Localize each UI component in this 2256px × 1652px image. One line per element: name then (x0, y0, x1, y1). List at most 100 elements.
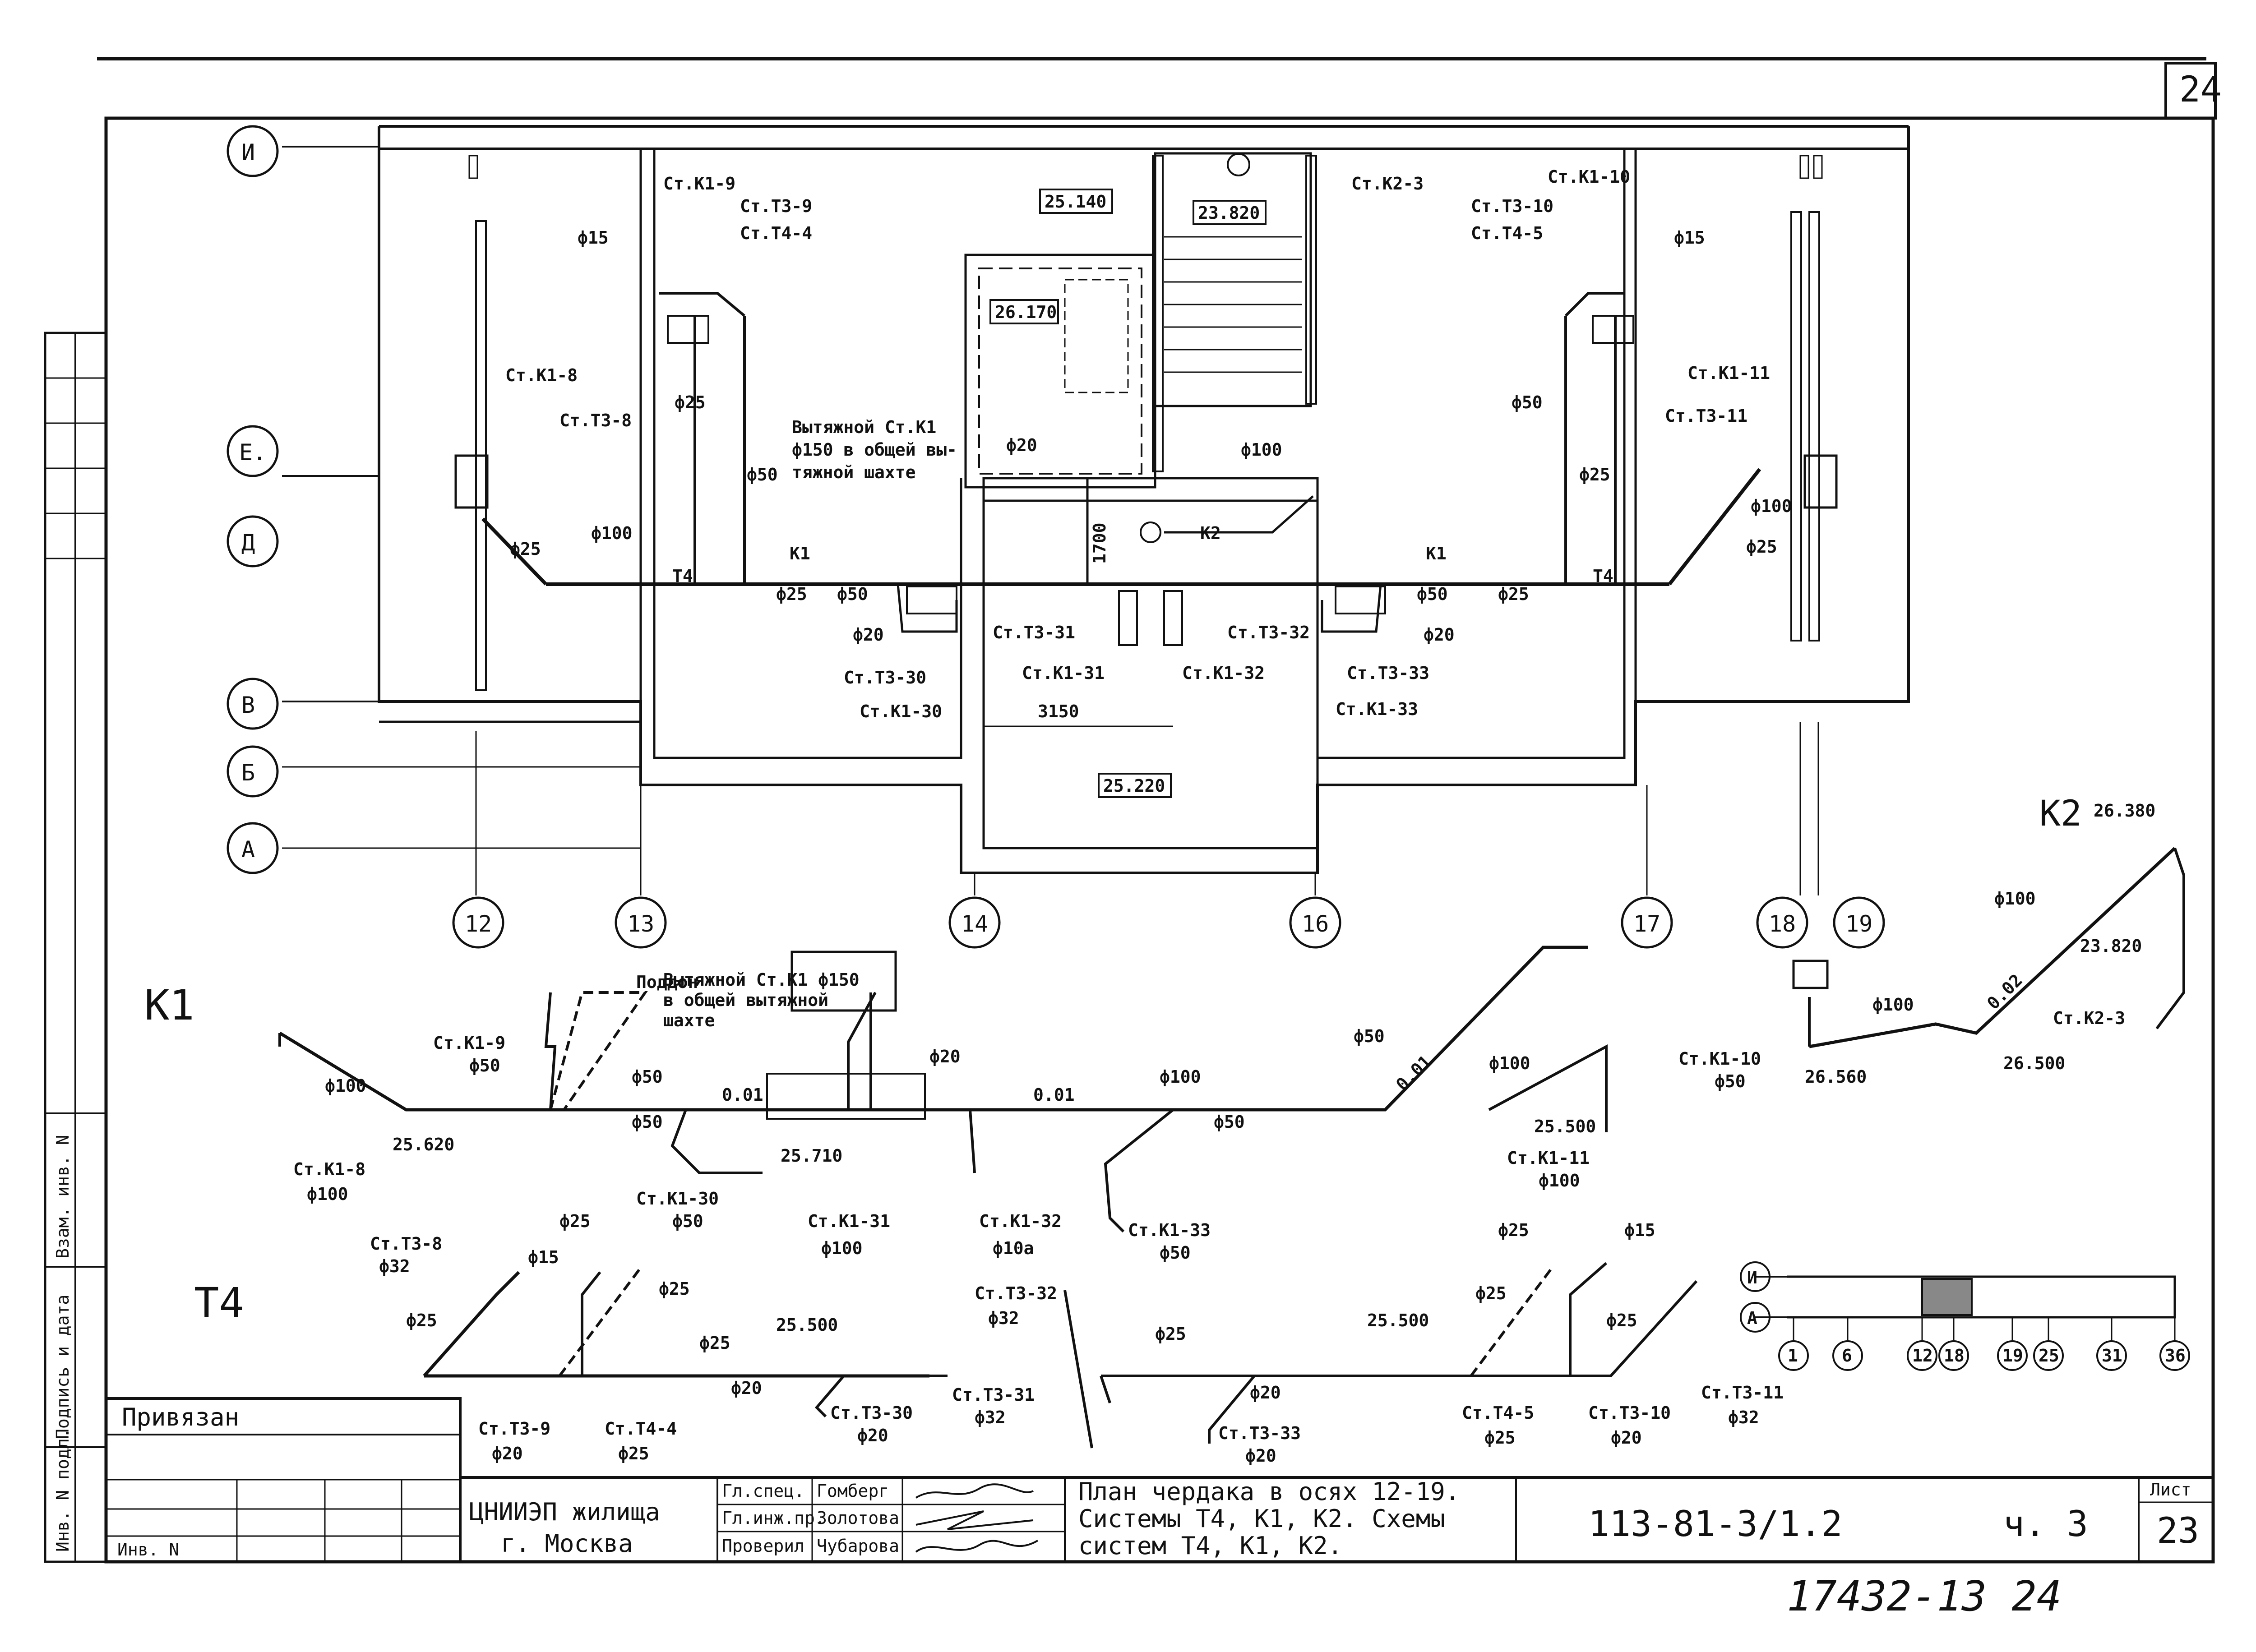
t4-lbl-t3-11: Ст.Т3-11 (1701, 1383, 1784, 1403)
d50-left: ф50 (747, 465, 778, 485)
vent-note-2: ф150 в общей вы- (792, 440, 957, 460)
k1-lbl-k1-30: Ст.К1-30 (636, 1189, 719, 1209)
key-hatch (1921, 1278, 1973, 1316)
plan-riser-labels: Ст.К1-9 Ст.Т3-9 Ст.Т4-4 Ст.К2-3 Ст.К1-10… (505, 167, 1792, 721)
k1-elev-left: 25.620 (393, 1135, 454, 1154)
page-corner-number: 24 (2179, 69, 2222, 110)
lbl-k2-3: Ст.К2-3 (1351, 174, 1424, 194)
d25-plan-l: ф25 (510, 539, 541, 559)
name-2: Золотова (817, 1508, 899, 1528)
tag-t4-left: Т4 (672, 566, 693, 586)
scheme-k1-title: К1 (144, 981, 194, 1029)
t4-d25-c: ф25 (659, 1279, 690, 1299)
k1-lbl-k1-32: Ст.К1-32 (979, 1211, 1062, 1231)
key-row-А: А (1747, 1308, 1757, 1328)
title-line-1: План чердака в осях 12-19. (1078, 1477, 1460, 1506)
axis-bubble-И (227, 125, 279, 177)
privyazan: Привязан (122, 1403, 239, 1431)
axis-bubbles-rows: И Е. Д В Б А (227, 125, 279, 874)
k1-lbl-k1-11: Ст.К1-11 (1507, 1148, 1590, 1168)
d15-right: ф15 (1674, 228, 1705, 248)
d25-run-l: ф25 (776, 584, 807, 604)
bottom-stamp: 17432-13 24 (1787, 1572, 2062, 1620)
k1-d50-a: ф50 (632, 1067, 663, 1087)
t4-lbl-t3-9: Ст.Т3-9 (478, 1419, 550, 1439)
d100-right: ф100 (1751, 496, 1792, 516)
axis-col-18: 18 (1769, 911, 1796, 937)
lbl-k1-30: Ст.К1-30 (860, 701, 942, 721)
k1-d100-left: ф100 (325, 1076, 366, 1096)
d50-right: ф50 (1512, 392, 1543, 412)
t4-d25-b: ф25 (559, 1211, 591, 1231)
axis-col-19: 19 (1845, 911, 1872, 937)
t4-lbl-t3-33: Ст.Т3-33 (1218, 1423, 1301, 1443)
k1-slope-right: 0.01 (1033, 1085, 1075, 1105)
lbl-t3-8: Ст.Т3-8 (559, 411, 632, 430)
k1-d50-33: ф50 (1160, 1243, 1191, 1263)
tag-k1-right: К1 (1426, 544, 1447, 563)
k2-d100-b: ф100 (1994, 889, 2036, 909)
t4-lbl-t3-30: Ст.Т3-30 (830, 1403, 913, 1423)
lbl-t4-4: Ст.Т4-4 (740, 223, 812, 243)
k1-d100-up: ф100 (1489, 1053, 1530, 1073)
t4-d32-8: ф32 (379, 1256, 410, 1276)
axis-col-17: 17 (1633, 911, 1660, 937)
role-2: Гл.инж.пр. (722, 1508, 825, 1528)
axis-label-Б: Б (241, 760, 255, 786)
org-name: ЦНИИЭП жилища (469, 1498, 660, 1526)
axis-label-Е: Е. (239, 439, 266, 466)
scheme-t4-title: Т4 (194, 1279, 244, 1327)
d20-mid: ф20 (1006, 435, 1037, 455)
d25-left: ф25 (675, 392, 706, 412)
k1-d50-c: ф50 (1214, 1112, 1245, 1132)
lbl-t3-11: Ст.Т3-11 (1665, 406, 1747, 426)
t4-d20-30: ф20 (857, 1426, 888, 1445)
k1-d50-9: ф50 (469, 1056, 500, 1075)
lbl-k1-31: Ст.К1-31 (1022, 663, 1105, 683)
key-col-1: 1 (1788, 1346, 1798, 1366)
poddon: Поддон (636, 972, 698, 992)
lbl-t3-10: Ст.Т3-10 (1471, 196, 1553, 216)
name-3: Чубарова (817, 1536, 899, 1556)
role-3: Проверил (722, 1536, 804, 1556)
role-1: Гл.спец. (722, 1481, 804, 1501)
axis-bubbles-cols: 12 13 14 16 17 18 19 (452, 896, 1885, 949)
t4-d25-j: ф25 (1606, 1311, 1637, 1330)
side-stamp: Инв. N подл. Подпись и дата Взам. инв. N (44, 332, 107, 1563)
axis-label-А: А (241, 836, 255, 863)
title-line-2: Системы Т4, К1, К2. Схемы (1078, 1504, 1445, 1533)
key-col-12: 12 (1912, 1346, 1933, 1366)
signature-3 (915, 1540, 1039, 1553)
axis-bubble-Е (227, 425, 279, 477)
t4-d25-i: ф25 (1498, 1220, 1529, 1240)
k1-lbl-k1-31: Ст.К1-31 (808, 1211, 890, 1231)
t4-lbl-t3-8: Ст.Т3-8 (370, 1234, 442, 1254)
t4-d25-f: ф25 (1155, 1324, 1186, 1344)
t4-d15-b: ф15 (1624, 1220, 1655, 1240)
elev-23820: 23.820 (1198, 203, 1260, 223)
t4-elev-left: 25.500 (776, 1315, 838, 1335)
axis-bubble-Д (227, 515, 279, 568)
t4-d25-a: ф25 (406, 1311, 437, 1330)
axis-col-13: 13 (627, 911, 654, 937)
dim-1700: 1700 (1090, 522, 1110, 564)
lbl-k1-9: Ст.К1-9 (663, 174, 735, 194)
elev-25220: 25.220 (1103, 776, 1165, 796)
t4-lbl-t3-10: Ст.Т3-10 (1588, 1403, 1671, 1423)
d100-left: ф100 (591, 523, 633, 543)
key-col-19: 19 (2002, 1346, 2023, 1366)
k1-d50-10: ф50 (1715, 1071, 1746, 1091)
t4-d20-e: ф20 (731, 1378, 762, 1398)
d25-plan-r: ф25 (1746, 537, 1777, 557)
lbl-t3-32: Ст.Т3-32 (1227, 623, 1310, 642)
k2-elev-top: 26.380 (2094, 801, 2155, 821)
t4-lbl-t3-32: Ст.Т3-32 (975, 1283, 1057, 1303)
tag-k2: К2 (1200, 523, 1221, 543)
d20-r: ф20 (1424, 625, 1455, 645)
key-col-31: 31 (2102, 1346, 2122, 1366)
axis-bubble-В (227, 678, 279, 730)
elev-25140: 25.140 (1045, 192, 1106, 212)
k1-elev-mid: 25.710 (781, 1146, 842, 1166)
t4-d25-d: ф25 (699, 1333, 730, 1353)
t4-d32-31: ф32 (975, 1407, 1006, 1427)
